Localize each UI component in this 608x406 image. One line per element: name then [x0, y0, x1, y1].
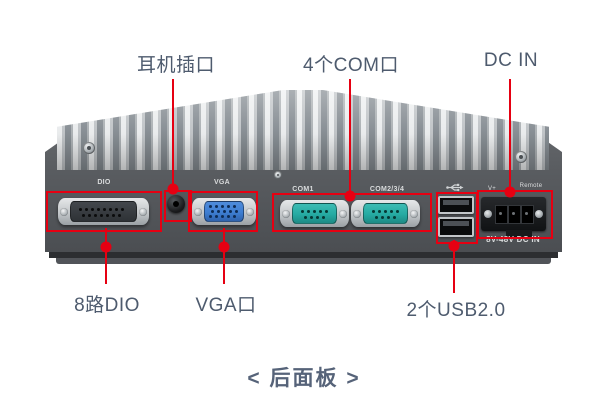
callout-line-dio — [105, 228, 107, 284]
heatsink-fins — [57, 90, 549, 170]
chassis-base — [56, 258, 551, 264]
connector-screw — [339, 209, 347, 218]
callout-vga-label: VGA口 — [195, 295, 257, 316]
connector-screw — [60, 207, 68, 216]
callout-dot-vga — [218, 241, 230, 253]
connector-screw — [194, 207, 202, 216]
connector-screw — [282, 209, 290, 218]
dc-pin-slot — [495, 205, 508, 224]
usb-port-top — [438, 196, 474, 214]
corner-screw-right — [515, 151, 527, 163]
panel-vga-label: VGA — [213, 179, 231, 186]
callout-dot-dio — [100, 241, 112, 253]
pin-row — [209, 215, 212, 218]
callout-headphone-label: 耳机插口 — [136, 55, 216, 76]
com234-port — [351, 200, 420, 227]
pin-row — [79, 208, 82, 211]
callout-usb-label: 2个USB2.0 — [406, 300, 506, 321]
connector-screw — [410, 209, 418, 218]
pin-row — [209, 205, 212, 208]
panel-screw — [274, 171, 282, 179]
panel-dio-label: DIO — [97, 179, 111, 186]
dc-pin-slot — [508, 205, 521, 224]
pin-row — [372, 210, 375, 213]
panel-com1-label: COM1 — [292, 186, 314, 193]
dio-port — [58, 198, 149, 225]
com234-port-face — [363, 203, 408, 224]
callout-line-com — [349, 79, 351, 196]
com1-port-face — [292, 203, 337, 224]
dc-pin-slot — [521, 205, 534, 224]
pin-row — [82, 214, 85, 217]
vga-port-face — [204, 201, 244, 222]
terminal-screw — [484, 210, 492, 218]
headphone-jack — [167, 195, 185, 213]
pin-row — [211, 210, 214, 213]
callout-dot-usb — [448, 240, 460, 252]
dc-in-latch — [506, 230, 532, 238]
callout-dot-dcin — [504, 186, 516, 198]
panel-caption: < 后面板 > — [247, 367, 361, 390]
panel-dc-vplus-label: V+ — [487, 186, 497, 192]
callout-line-usb — [453, 240, 455, 293]
chassis-base-shadow — [49, 252, 558, 258]
corner-screw-left — [83, 142, 95, 154]
callout-box-dio — [46, 191, 162, 232]
dio-port-face — [70, 201, 137, 222]
pin-row — [375, 216, 378, 219]
callout-dot-com — [344, 190, 356, 202]
panel-dc-rating-label: 8V-48V DC IN — [486, 235, 540, 244]
terminal-screw — [535, 210, 543, 218]
panel-com234-label: COM2/3/4 — [369, 186, 405, 193]
connector-screw — [246, 207, 254, 216]
usb-icon — [446, 183, 464, 192]
callout-line-headphone — [172, 79, 174, 190]
pin-row — [301, 210, 304, 213]
callout-dcin-label: DC IN — [483, 50, 539, 71]
callout-line-dcin — [509, 79, 511, 192]
usb-port-bottom — [438, 217, 474, 237]
connector-screw — [353, 209, 361, 218]
com1-port — [280, 200, 349, 227]
dc-in-connector — [481, 197, 546, 231]
connector-screw — [139, 207, 147, 216]
vga-port — [192, 198, 256, 225]
callout-dio-label: 8路DIO — [74, 295, 140, 316]
callout-box-dcin — [477, 190, 553, 239]
callout-dot-headphone — [167, 183, 179, 195]
callout-com-label: 4个COM口 — [303, 55, 399, 76]
callout-box-vga — [188, 191, 258, 232]
callout-box-usb — [436, 192, 478, 244]
callout-line-vga — [223, 228, 225, 284]
pin-row — [304, 216, 307, 219]
panel-dc-remote-label: Remote — [519, 183, 543, 189]
